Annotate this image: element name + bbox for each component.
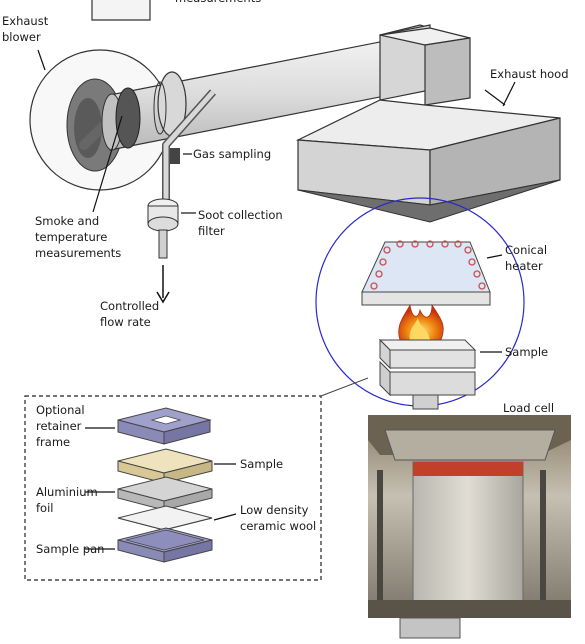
conical-heater — [361, 240, 491, 306]
label-conical-heater: Conical heater — [505, 243, 551, 273]
sample-holder — [378, 338, 477, 410]
label-smoke-temperature: Smoke and temperature measurements — [35, 214, 121, 260]
exhaust-hood — [295, 24, 561, 223]
label-flow-rate: Controlled flow rate — [100, 299, 163, 329]
exploded-sample-board — [117, 448, 213, 484]
aluminium-foil — [117, 476, 213, 511]
label-gas-sampling: Gas sampling — [193, 147, 271, 161]
label-exploded-sample: Sample — [240, 457, 283, 471]
label-sample-main: Sample — [505, 345, 548, 359]
top-cut-text: measurements — [175, 0, 261, 5]
label-load-cell: Load cell — [503, 401, 554, 415]
label-sample-pan: Sample pan — [36, 542, 104, 556]
exploded-sample-pan — [117, 527, 213, 563]
label-ceramic-wool: Low density ceramic wool — [240, 503, 316, 533]
experiment-photo — [368, 415, 571, 639]
leader-lines — [37, 49, 516, 550]
retainer-frame — [117, 407, 212, 445]
label-retainer-frame: Optional retainer frame — [36, 403, 88, 449]
flame-icon — [398, 303, 444, 343]
label-aluminium-foil: Aluminium foil — [36, 485, 101, 515]
label-soot-filter: Soot collection filter — [198, 208, 286, 238]
label-exhaust-hood: Exhaust hood — [490, 67, 569, 81]
down-arrow-icon — [156, 291, 170, 304]
inset-connector — [320, 377, 369, 397]
ceramic-wool — [117, 505, 213, 531]
label-exhaust-blower: Exhaust blower — [2, 14, 52, 44]
exploded-view-box — [24, 395, 322, 581]
sampling-line — [147, 89, 216, 304]
